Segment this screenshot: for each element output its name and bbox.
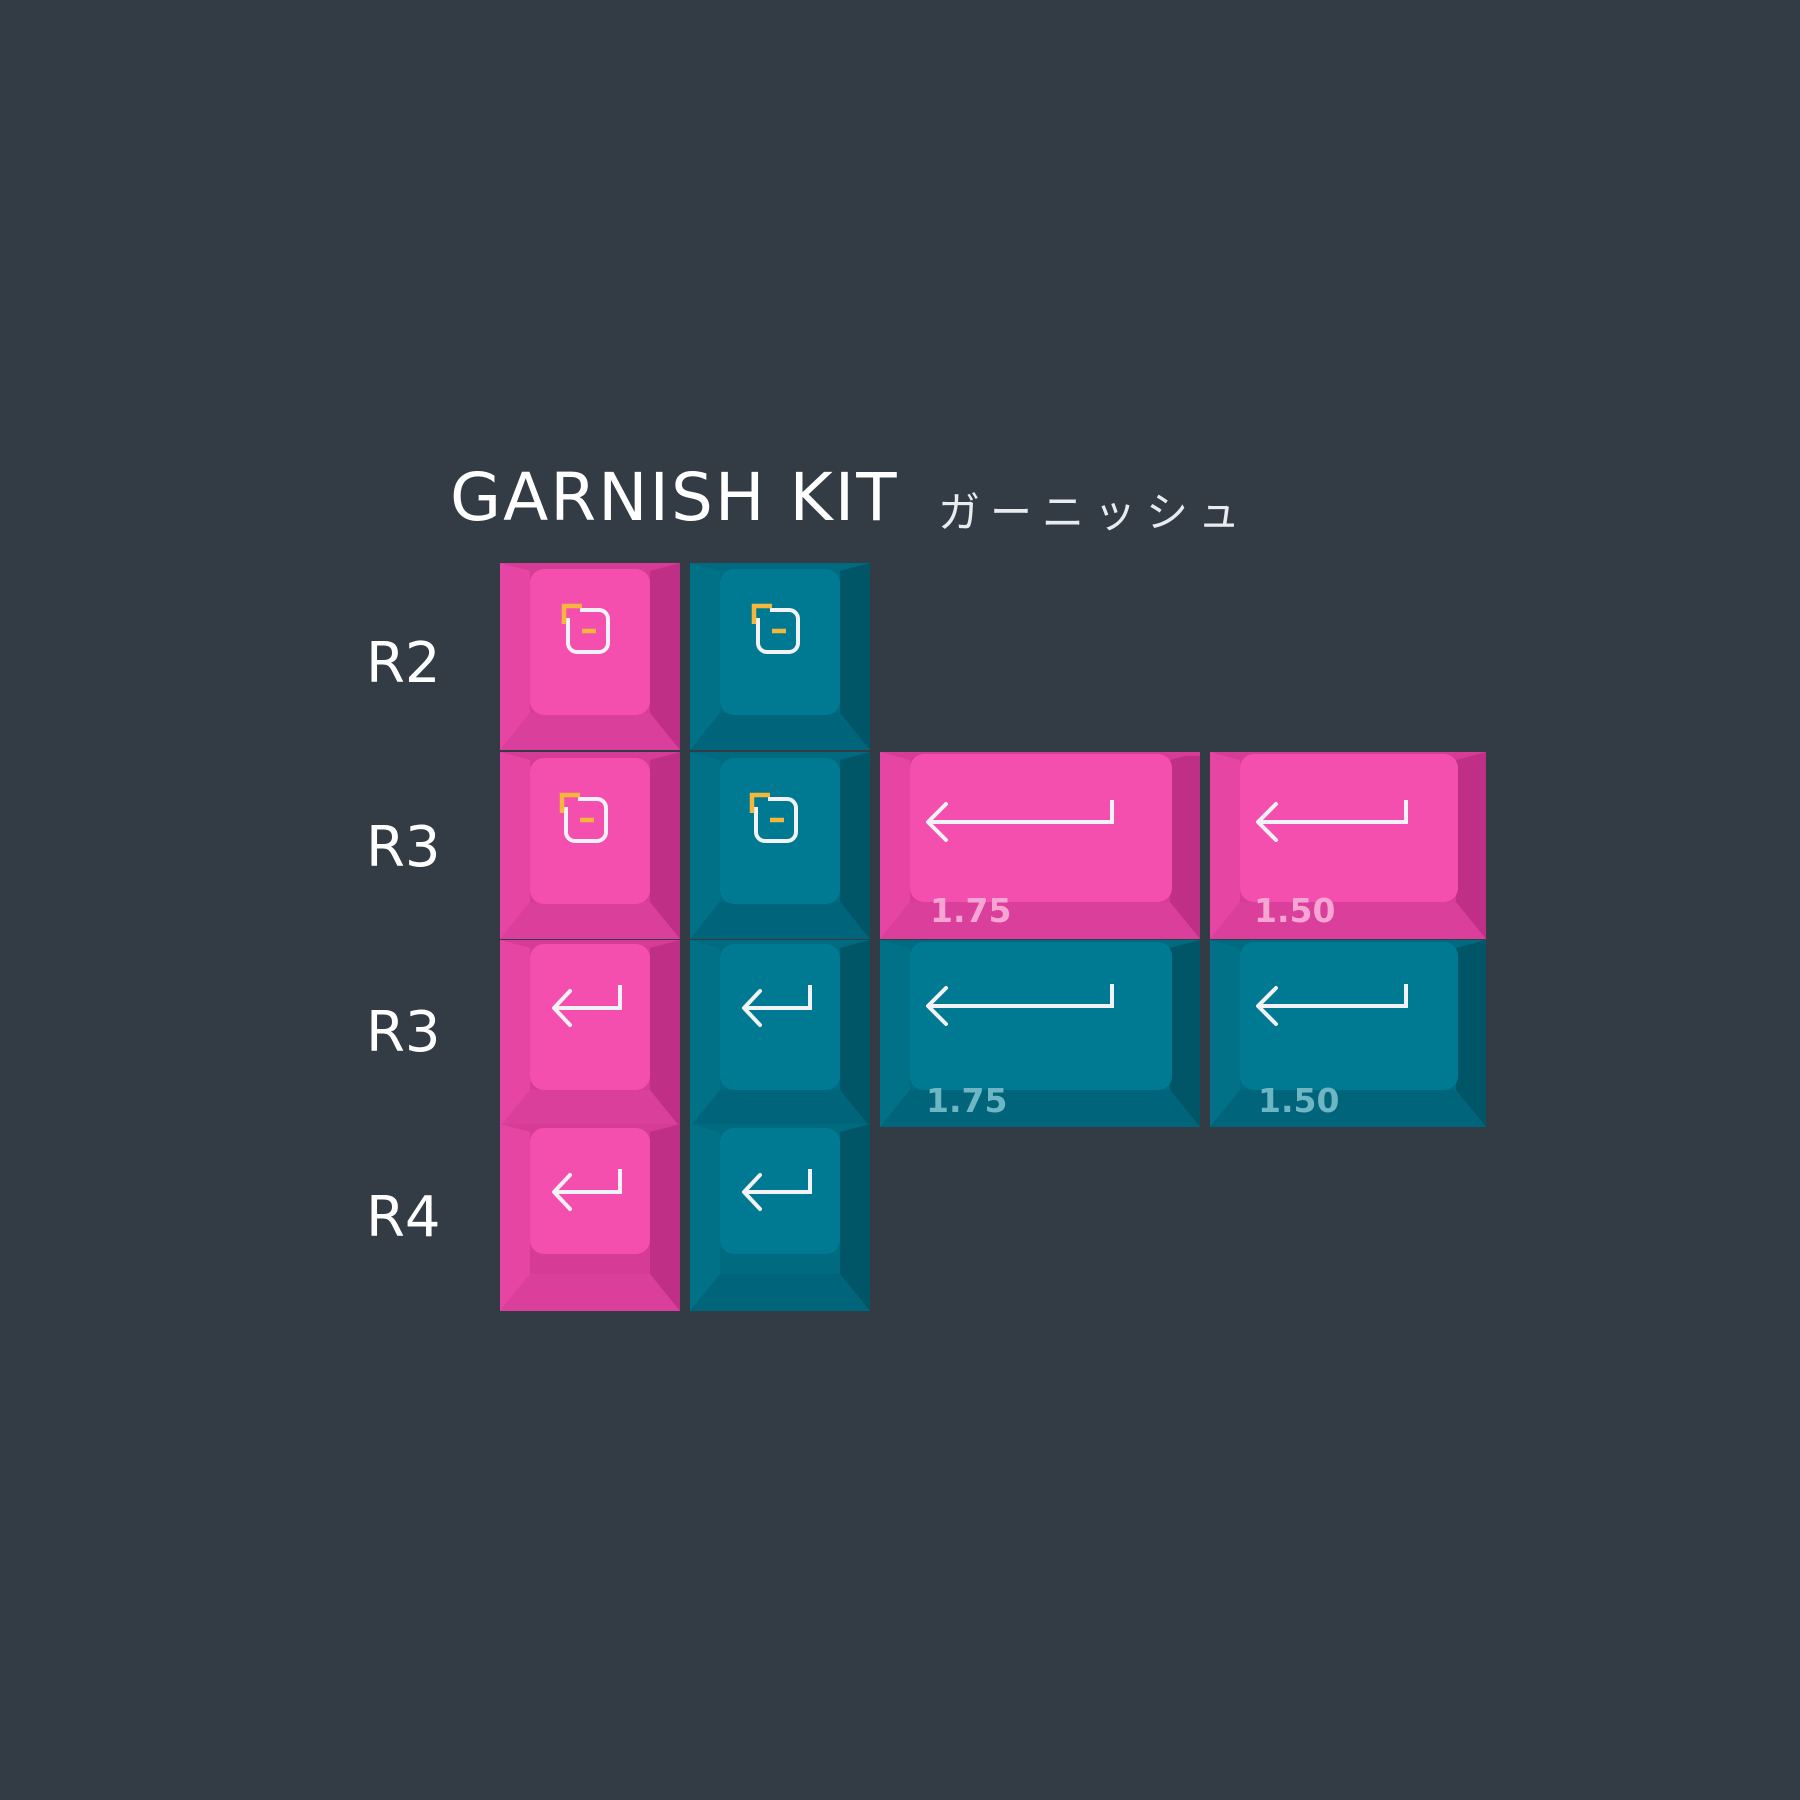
keycap-pink-enter-150: 1.50 [1210, 752, 1486, 939]
keycap-teal-enter-175: 1.75 [880, 940, 1200, 1127]
enter-arrow-icon [1256, 984, 1408, 1026]
row-label-r2: R2 [366, 631, 441, 696]
keycap-pink-enter-175: 1.75 [880, 752, 1200, 939]
keycap-r3-teal-enter [690, 940, 870, 1127]
keycap-r3-pink-bracket [500, 752, 680, 939]
keycap-r4-teal-enter [690, 1124, 870, 1311]
enter-arrow-icon [926, 984, 1114, 1026]
size-label: 1.75 [926, 1081, 1007, 1120]
page-title: GARNISH KIT [450, 459, 899, 536]
keycap-r4-pink-enter [500, 1124, 680, 1311]
row-label-r4: R4 [366, 1185, 441, 1250]
keycap-r2-teal-bracket [690, 563, 870, 750]
keycap-r2-pink-bracket [500, 563, 680, 750]
size-label: 1.50 [1258, 1081, 1339, 1120]
size-label: 1.50 [1254, 891, 1335, 930]
row-label-r3-first: R3 [366, 815, 441, 880]
enter-arrow-icon [926, 800, 1114, 842]
row-label-r3-second: R3 [366, 1000, 441, 1065]
keycap-r3-pink-enter [500, 940, 680, 1127]
enter-arrow-icon [1256, 800, 1408, 842]
keycap-r3-teal-bracket [690, 752, 870, 939]
size-label: 1.75 [930, 891, 1011, 930]
page-subtitle-katakana: ガーニッシュ [938, 488, 1251, 537]
keycap-teal-enter-150: 1.50 [1210, 940, 1486, 1127]
